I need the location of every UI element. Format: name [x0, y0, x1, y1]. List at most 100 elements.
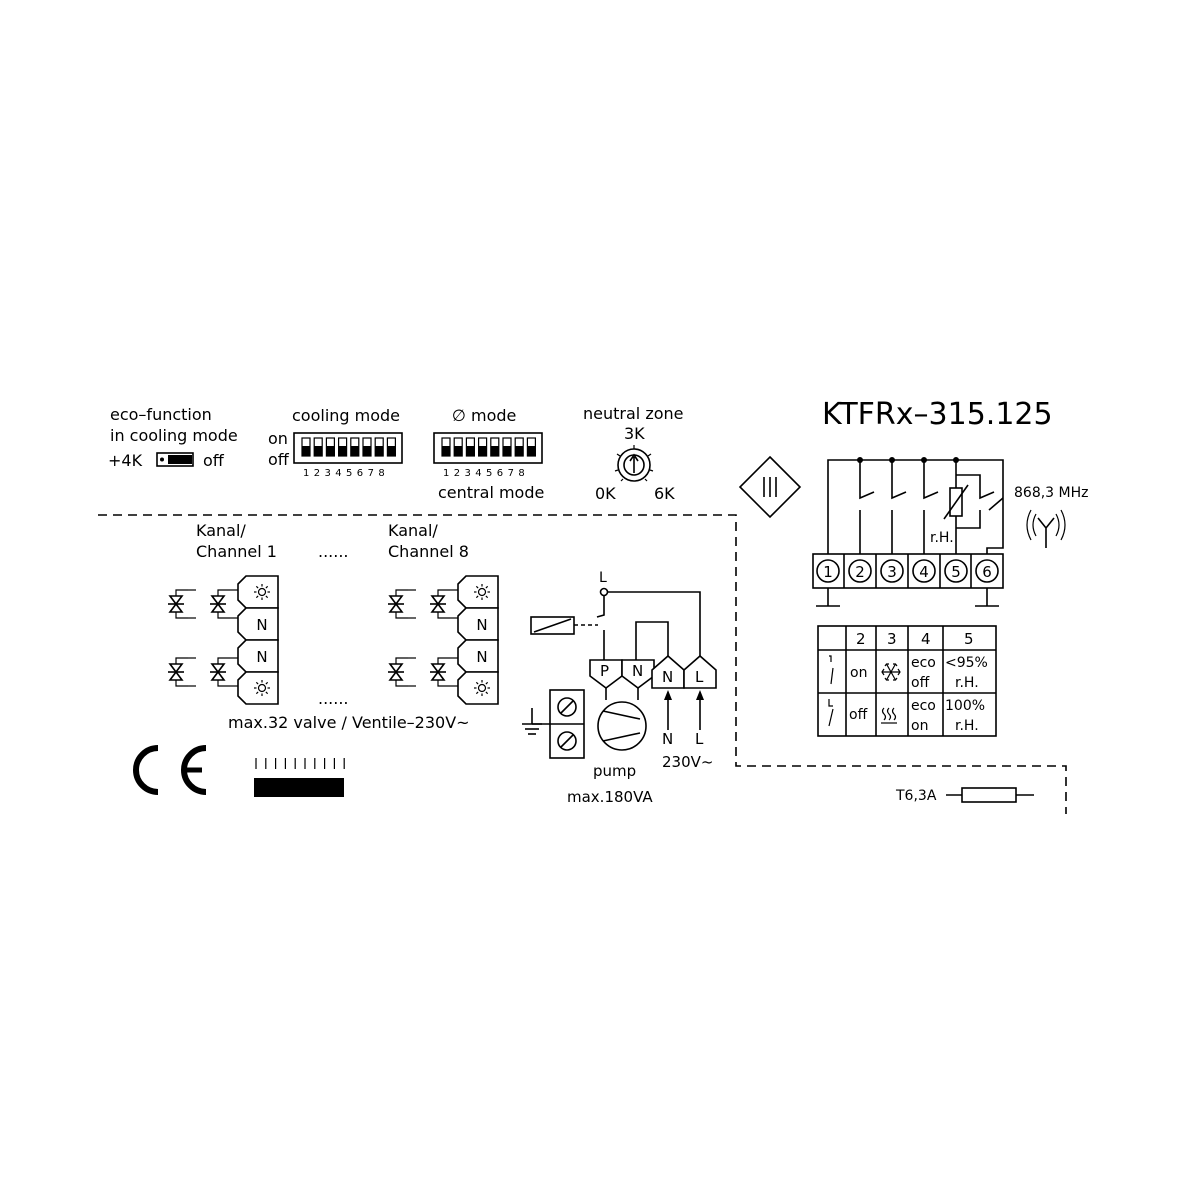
supply-n-label: N: [662, 730, 673, 748]
eco-function-block: eco–function in cooling mode +4K off: [108, 405, 238, 470]
channel8-label-line2: Channel 8: [388, 542, 469, 561]
cooling-off-label: off: [268, 450, 290, 469]
dip-switch-knob: [442, 446, 450, 456]
pump-motor-icon: [597, 701, 647, 751]
rotary-switch-icon[interactable]: [614, 445, 654, 482]
pump-p-terminal: P: [600, 662, 609, 680]
contact-open-icon: [828, 699, 834, 727]
channel1-label-line2: Channel 1: [196, 542, 277, 561]
row2-col5a: 100%: [945, 698, 985, 714]
contact-closed-icon: [829, 655, 834, 685]
dip-switch-knob: [503, 446, 511, 456]
channel-dots-top: ......: [318, 542, 349, 561]
dip-switch-knob: [490, 446, 499, 456]
snowflake-icon: [881, 663, 901, 681]
ce-mark-icon: [133, 745, 207, 795]
terminal-1-label: 1: [823, 563, 833, 581]
rh-label: r.H.: [930, 530, 954, 546]
valve-icon: [210, 663, 226, 681]
channel1-label-line1: Kanal/: [196, 521, 246, 540]
valve-icon: [168, 663, 184, 681]
eco-plus4k-label: +4K: [108, 451, 143, 470]
table-header-4: 4: [921, 630, 931, 648]
terminal-4-label: 4: [919, 563, 929, 581]
input-n-terminal: N: [662, 668, 673, 686]
terminal-3-label: 3: [887, 563, 897, 581]
row1-col2: on: [850, 665, 867, 681]
cooling-mode-title: cooling mode: [292, 406, 400, 425]
terminal-3-circle: [880, 559, 904, 583]
dip-switch-knob: [454, 446, 463, 456]
terminal-5-label: 5: [951, 563, 961, 581]
dashed-boundary: [98, 514, 1067, 814]
supply-voltage-label: 230V~: [662, 753, 713, 771]
serial-bar-icon: [254, 758, 345, 797]
terminal-5-circle: [944, 559, 968, 583]
neutral-terminal-label: N: [476, 616, 487, 634]
sun-icon: [254, 680, 270, 696]
dip-switch-knob: [350, 446, 359, 456]
heating-icon: [881, 707, 897, 724]
row1-col5a: <95%: [945, 655, 988, 671]
dip-switch-knob: [314, 446, 323, 456]
terminal-2-label: 2: [855, 563, 865, 581]
pump-section: L P N N L N L 230V~ pump: [522, 570, 717, 806]
row2-col2: off: [849, 707, 868, 723]
row1-col5b: r.H.: [955, 675, 979, 691]
table-header-5: 5: [964, 630, 974, 648]
cooling-on-label: on: [268, 429, 288, 448]
dip-switch-knob: [527, 446, 536, 456]
dip-switch-knob: [466, 446, 475, 456]
valve-icon: [210, 595, 226, 613]
pump-label: pump: [593, 762, 636, 780]
row2-col5b: r.H.: [955, 718, 979, 734]
table-header-2: 2: [856, 630, 866, 648]
function-table: 2 3 4 5 on eco off <95% r.H. off eco on …: [817, 625, 997, 737]
cooling-dip-switch-icon[interactable]: [293, 432, 403, 464]
neutral-terminal-label: N: [476, 648, 487, 666]
antenna-icon: [1026, 509, 1066, 548]
dip-switch-knob: [302, 446, 310, 456]
neutral-zone-title: neutral zone: [583, 404, 683, 423]
ground-terminal-icon: [549, 689, 585, 759]
dip-switch-knob: [515, 446, 524, 456]
phi-dip-numbers: 12345678: [443, 468, 529, 479]
dip-switch-knob: [363, 446, 371, 456]
fuse-label: T6,3A: [895, 788, 937, 804]
valve-icon: [430, 595, 446, 613]
dip-switch-knob: [387, 446, 396, 456]
phi-mode-title: ∅ mode: [452, 406, 516, 425]
eco-slide-switch-icon[interactable]: [156, 452, 194, 467]
sun-icon: [474, 680, 490, 696]
valve-icon: [430, 663, 446, 681]
ground-icon: [522, 708, 550, 735]
class-ii-icon: [738, 455, 802, 519]
terminal-2-circle: [848, 559, 872, 583]
eco-function-label: eco–function: [110, 405, 212, 424]
neutral-terminal-label: N: [256, 648, 267, 666]
sun-icon: [254, 584, 270, 600]
sun-icon: [474, 584, 490, 600]
cooling-mode-block: cooling mode on off 12345678: [268, 406, 403, 479]
model-title: KTFRx–315.125: [822, 397, 1053, 432]
valve-icon: [388, 663, 404, 681]
row2-col4b: on: [911, 718, 928, 734]
input-l-terminal: L: [695, 668, 704, 686]
terminal-1-circle: [816, 559, 840, 583]
valve-icon: [168, 595, 184, 613]
neutral-3k-label: 3K: [624, 424, 645, 443]
channel-1-terminals: NN: [168, 575, 279, 705]
phi-dip-switch-icon[interactable]: [433, 432, 543, 464]
supply-l-label: L: [695, 730, 704, 748]
table-header-3: 3: [887, 630, 897, 648]
row2-col4a: eco: [911, 698, 936, 714]
pump-l-label: L: [599, 570, 607, 586]
channel-8-terminals: NN: [388, 575, 499, 705]
terminal-6-circle: [975, 559, 999, 583]
neutral-0k-label: 0K: [595, 484, 616, 503]
eco-off-label: off: [203, 451, 225, 470]
valve-note: max.32 valve / Ventile–230V~: [228, 713, 470, 732]
channel-dots-bottom: ......: [318, 689, 349, 708]
